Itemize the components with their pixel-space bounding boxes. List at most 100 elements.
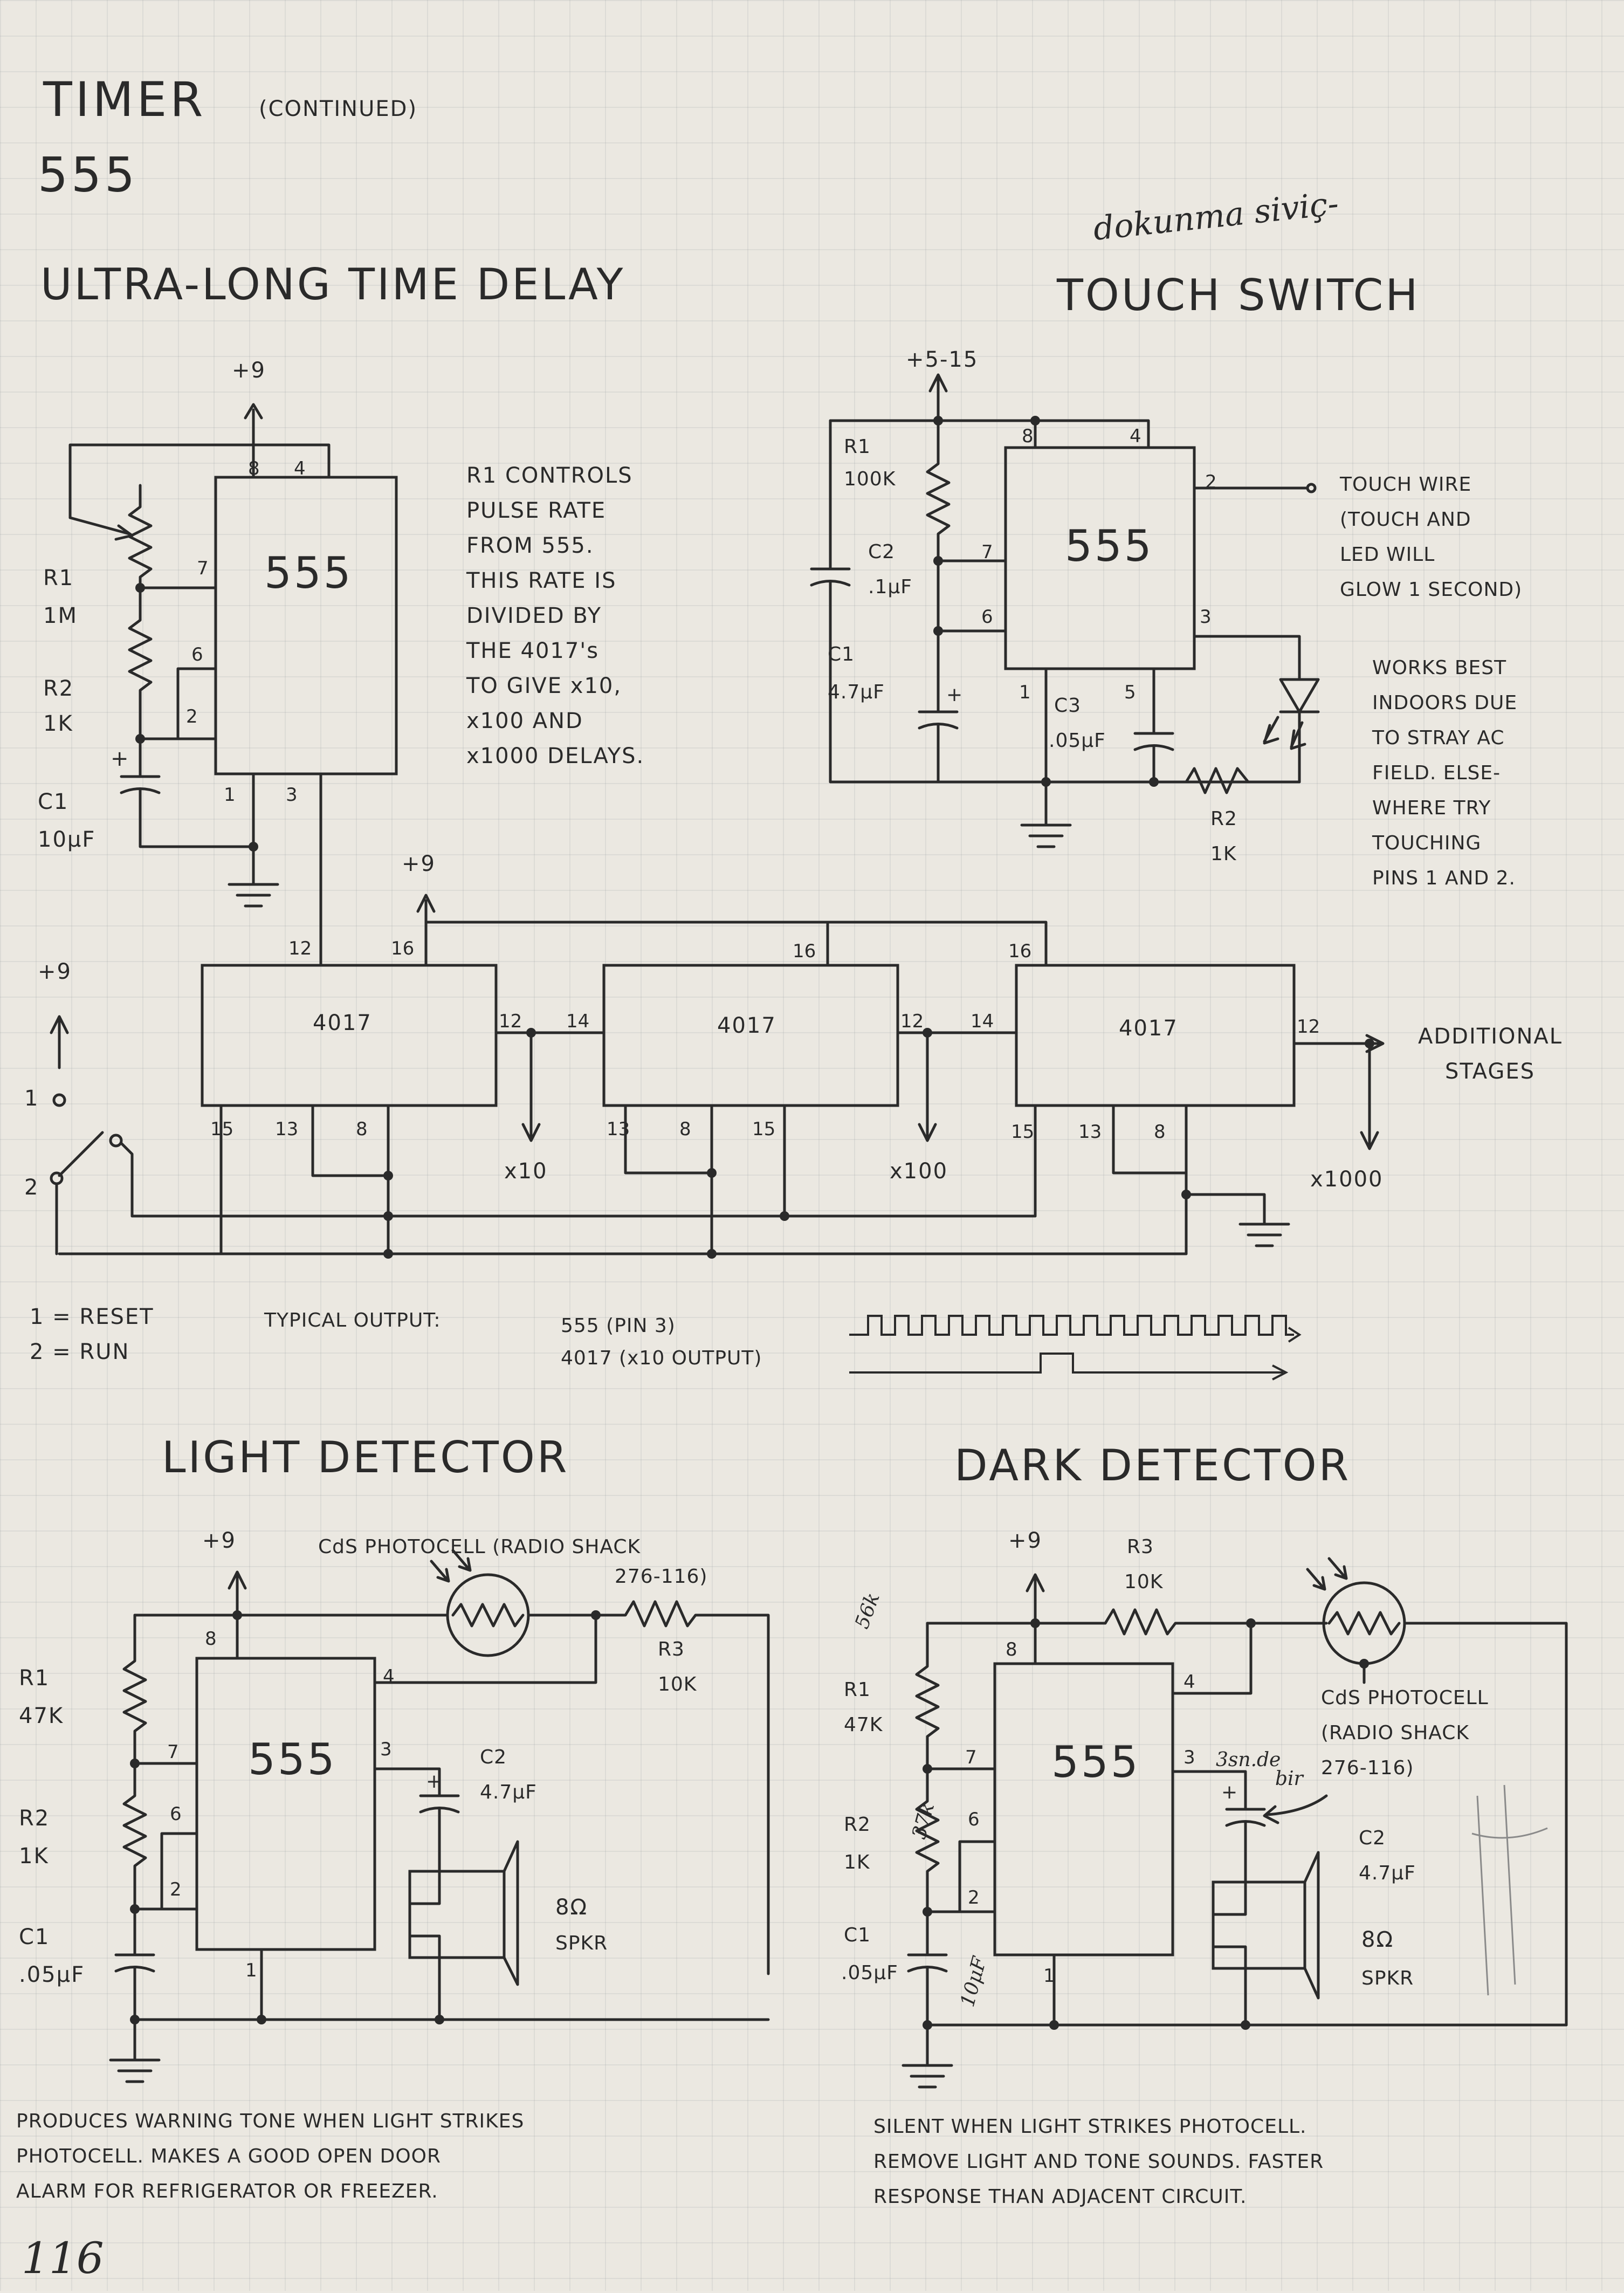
dark-c2: C2 [1359, 1827, 1386, 1849]
touch-r2-value: 1K [1210, 843, 1237, 865]
ultra-c1-value: 10μF [38, 827, 95, 852]
svg-text:DIVIDED BY: DIVIDED BY [466, 603, 602, 628]
svg-text:8: 8 [1022, 425, 1034, 447]
dark-title: DARK DETECTOR [954, 1440, 1351, 1491]
svg-text:TOUCH WIRE: TOUCH WIRE [1339, 473, 1471, 496]
svg-text:7: 7 [167, 1741, 179, 1763]
dark-hand-3sn: 3sn.de [1216, 1749, 1281, 1771]
svg-text:1: 1 [24, 1086, 39, 1111]
svg-text:(TOUCH AND: (TOUCH AND [1340, 509, 1471, 531]
svg-text:6: 6 [968, 1809, 980, 1830]
dark-hand-10uf: 10μF [956, 1953, 992, 2009]
light-r2-value: 1K [19, 1844, 49, 1869]
svg-text:WORKS BEST: WORKS BEST [1372, 657, 1506, 679]
ultra-r1-value: 1M [43, 603, 78, 628]
svg-text:TO GIVE x10,: TO GIVE x10, [466, 674, 622, 698]
additional-stages-2: STAGES [1445, 1059, 1535, 1084]
waveform-4017 [849, 1353, 1283, 1374]
svg-text:14: 14 [971, 1011, 994, 1032]
dark-r3-value: 10K [1124, 1571, 1164, 1593]
svg-text:4: 4 [1130, 425, 1141, 447]
light-r2: R2 [19, 1806, 50, 1831]
dark-supply-label: +9 [1008, 1528, 1042, 1553]
svg-text:2: 2 [186, 706, 198, 727]
touch-supply-label: +5-15 [906, 347, 978, 372]
light-spkr-label: SPKR [555, 1932, 608, 1954]
light-speaker [408, 1870, 506, 1959]
touch-title: TOUCH SWITCH [1056, 270, 1420, 320]
touch-c1: C1 [828, 643, 855, 665]
dark-hand-56k: 56k [851, 1590, 884, 1632]
svg-text:16: 16 [1008, 940, 1031, 962]
page-title-suffix: (CONTINUED) [259, 97, 417, 121]
svg-text:PRODUCES WARNING TONE WHEN LIG: PRODUCES WARNING TONE WHEN LIGHT STRIKES [16, 2110, 524, 2132]
svg-text:6: 6 [170, 1803, 182, 1825]
svg-text:PULSE RATE: PULSE RATE [466, 498, 606, 523]
dark-r1-value: 47K [844, 1714, 883, 1736]
svg-text:THIS RATE IS: THIS RATE IS [466, 568, 616, 593]
counter-chip-1-label: 4017 [313, 1011, 372, 1035]
svg-text:3: 3 [1200, 606, 1212, 628]
svg-text:2: 2 [24, 1175, 39, 1200]
dark-hand-37k: 37k [908, 1801, 939, 1842]
light-r3-value: 10K [658, 1673, 697, 1695]
touch-r1: R1 [844, 436, 871, 458]
ultra-r2-value: 1K [43, 711, 73, 736]
svg-text:RESPONSE THAN ADJACENT CIRCUIT: RESPONSE THAN ADJACENT CIRCUIT. [873, 2186, 1247, 2208]
additional-stages-1: ADDITIONAL [1418, 1024, 1563, 1049]
ultra-r1: R1 [43, 566, 74, 591]
svg-text:WHERE TRY: WHERE TRY [1372, 797, 1491, 819]
ultra-long-title: ULTRA-LONG TIME DELAY [40, 259, 625, 310]
svg-text:4: 4 [1183, 1671, 1195, 1693]
dark-spkr-ohms: 8Ω [1361, 1927, 1394, 1952]
light-photocell-label-2: 276-116) [615, 1566, 707, 1588]
light-c2-value: 4.7μF [480, 1781, 537, 1803]
ultra-c1: C1 [38, 789, 68, 814]
svg-text:14: 14 [566, 1011, 589, 1032]
light-c1: C1 [19, 1925, 50, 1949]
svg-text:TO STRAY AC: TO STRAY AC [1372, 727, 1505, 749]
touch-note: TOUCH WIRE (TOUCH AND LED WILL GLOW 1 SE… [1339, 473, 1522, 601]
svg-text:2: 2 [1205, 471, 1217, 493]
svg-text:+: + [111, 746, 130, 771]
svg-text:5: 5 [1124, 682, 1136, 703]
svg-text:7: 7 [965, 1747, 977, 1768]
svg-text:3: 3 [286, 784, 298, 806]
svg-text:6: 6 [191, 644, 203, 665]
page-number: 116 [22, 2233, 104, 2283]
svg-text:+: + [946, 684, 963, 706]
svg-text:8: 8 [679, 1118, 691, 1140]
dark-photocell-label-3: 276-116) [1321, 1757, 1414, 1779]
waveform-555 [849, 1315, 1294, 1336]
typical-output-4017: 4017 (x10 OUTPUT) [561, 1347, 762, 1369]
svg-text:8: 8 [1006, 1639, 1017, 1660]
page-subtitle: 555 [38, 147, 138, 203]
dark-photocell-label: CdS PHOTOCELL [1321, 1687, 1489, 1709]
dark-r2-value: 1K [844, 1851, 870, 1873]
svg-text:7: 7 [197, 558, 209, 579]
counter-chip-2-label: 4017 [717, 1013, 776, 1038]
svg-text:13: 13 [275, 1118, 298, 1140]
dark-555-chip [993, 1662, 1174, 1956]
svg-text:THE 4017's: THE 4017's [466, 639, 599, 663]
svg-text:PHOTOCELL. MAKES A GOOD OPEN D: PHOTOCELL. MAKES A GOOD OPEN DOOR [16, 2145, 441, 2167]
svg-text:FROM 555.: FROM 555. [466, 533, 594, 558]
svg-text:12: 12 [900, 1011, 924, 1032]
touch-c2: C2 [868, 541, 895, 563]
handwritten-note: dokunma siviç- [1091, 185, 1340, 248]
svg-text:16: 16 [391, 938, 414, 959]
touch-c1-value: 4.7μF [828, 681, 885, 703]
touch-c3-value: .05μF [1049, 730, 1106, 752]
dark-spkr-label: SPKR [1361, 1967, 1414, 1989]
light-r1: R1 [19, 1666, 50, 1691]
light-photocell-label: CdS PHOTOCELL (RADIO SHACK [318, 1536, 641, 1558]
svg-text:4: 4 [294, 458, 306, 479]
svg-text:SILENT WHEN LIGHT STRIKES PHOT: SILENT WHEN LIGHT STRIKES PHOTOCELL. [873, 2116, 1307, 2138]
svg-text:ALARM FOR REFRIGERATOR OR FREE: ALARM FOR REFRIGERATOR OR FREEZER. [16, 2180, 438, 2202]
svg-text:1: 1 [1043, 1965, 1055, 1987]
svg-text:8: 8 [205, 1628, 217, 1650]
switch-supply-label: +9 [38, 959, 72, 984]
